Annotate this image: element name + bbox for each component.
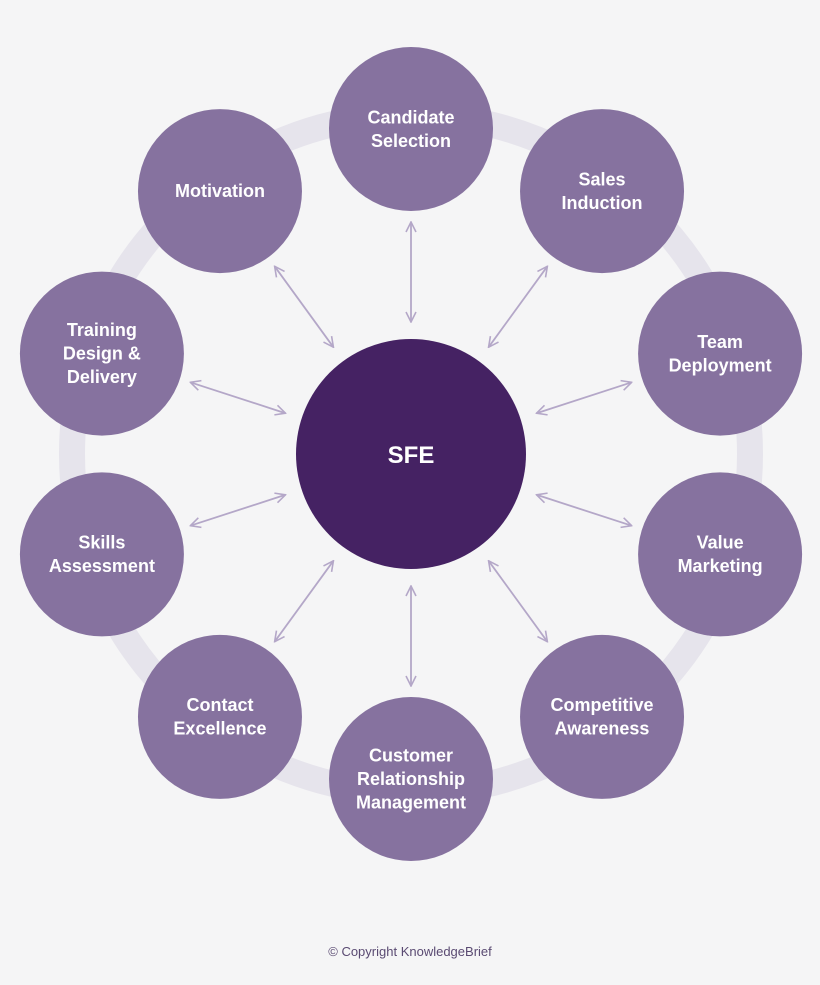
node-label-motivation: Motivation [175, 181, 265, 201]
node-label-team-deployment: Deployment [669, 355, 772, 375]
copyright-text: © Copyright KnowledgeBrief [328, 944, 492, 959]
node-motivation: Motivation [137, 109, 302, 274]
node-label-competitive-awareness: Competitive [551, 695, 654, 715]
node-label-training-design-delivery: Delivery [67, 367, 137, 387]
node-label-contact-excellence: Contact [186, 695, 253, 715]
node-label-candidate-selection: Selection [371, 131, 451, 151]
node-label-candidate-selection: Candidate [367, 107, 454, 127]
node-label-skills-assessment: Skills [78, 533, 125, 553]
center-label: SFE [388, 442, 435, 469]
node-label-sales-induction: Induction [562, 193, 643, 213]
arrow-competitive-awareness [489, 561, 548, 642]
arrow-team-deployment [537, 382, 632, 413]
node-label-contact-excellence: Excellence [173, 719, 266, 739]
nodes-layer: CandidateSelectionSalesInductionTeamDepl… [19, 47, 803, 861]
arrow-skills-assessment [190, 495, 285, 526]
node-circle-customer-relationship-management [329, 697, 493, 861]
node-label-value-marketing: Value [697, 533, 744, 553]
node-circle-motivation [137, 109, 302, 274]
arrow-contact-excellence [275, 561, 334, 642]
arrow-motivation [275, 266, 334, 347]
node-label-competitive-awareness: Awareness [555, 719, 650, 739]
node-label-team-deployment: Team [697, 332, 743, 352]
node-circle-sales-induction [520, 109, 685, 274]
arrow-training-design-delivery [190, 382, 285, 413]
center-circle [296, 339, 526, 569]
node-circle-team-deployment [638, 271, 803, 436]
node-label-customer-relationship-management: Management [356, 793, 466, 813]
node-circle-contact-excellence [137, 634, 302, 799]
node-label-sales-induction: Sales [579, 169, 626, 189]
arrow-value-marketing [537, 495, 632, 526]
node-label-value-marketing: Marketing [678, 556, 763, 576]
center-node: SFE [296, 339, 526, 569]
node-circle-skills-assessment [19, 472, 184, 637]
node-circle-candidate-selection [329, 47, 493, 211]
arrows-layer [190, 222, 631, 686]
node-circle-value-marketing [638, 472, 803, 637]
arrow-sales-induction [489, 266, 548, 347]
node-label-customer-relationship-management: Relationship [357, 769, 465, 789]
node-label-skills-assessment: Assessment [49, 556, 155, 576]
node-label-training-design-delivery: Design & [63, 344, 141, 364]
node-circle-training-design-delivery [19, 271, 184, 436]
node-label-training-design-delivery: Training [67, 320, 137, 340]
node-label-customer-relationship-management: Customer [369, 746, 453, 766]
node-circle-competitive-awareness [520, 634, 685, 799]
